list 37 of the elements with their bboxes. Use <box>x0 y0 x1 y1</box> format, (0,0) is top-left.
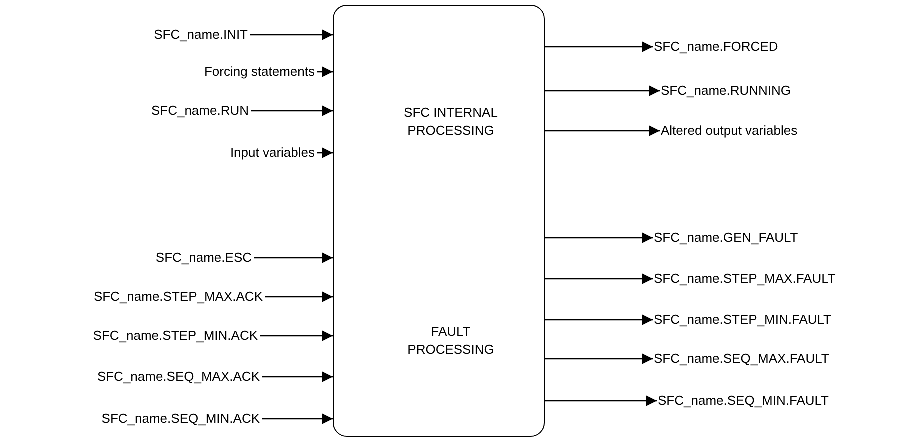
arrow <box>262 372 333 382</box>
output-signal-label: SFC_name.GEN_FAULT <box>654 230 798 246</box>
input-signal-label: SFC_name.STEP_MIN.ACK <box>93 328 258 344</box>
arrow <box>545 232 653 244</box>
arrow <box>317 148 333 158</box>
arrow <box>545 314 653 326</box>
arrow <box>317 66 333 78</box>
arrow <box>545 126 660 136</box>
input-signal-label: Input variables <box>230 145 315 161</box>
output-signal-label: Altered output variables <box>661 123 798 139</box>
process-box <box>333 5 545 437</box>
output-signal-label: SFC_name.STEP_MAX.FAULT <box>654 271 836 287</box>
arrow <box>251 106 333 116</box>
arrow <box>545 396 657 406</box>
arrow <box>260 330 333 342</box>
output-signal-label: SFC_name.RUNNING <box>661 83 792 99</box>
input-signal-label: SFC_name.STEP_MAX.ACK <box>94 289 263 305</box>
arrow <box>265 292 333 302</box>
box-title: FAULT PROCESSING <box>406 323 496 359</box>
arrow <box>545 86 660 96</box>
arrow <box>262 414 333 424</box>
input-signal-label: SFC_name.ESC <box>156 250 252 266</box>
input-signal-label: SFC_name.SEQ_MAX.ACK <box>97 369 260 385</box>
arrow <box>545 354 653 364</box>
output-signal-label: SFC_name.SEQ_MAX.FAULT <box>654 351 830 367</box>
arrow <box>545 274 653 284</box>
output-signal-label: SFC_name.SEQ_MIN.FAULT <box>658 393 829 409</box>
output-signal-label: SFC_name.STEP_MIN.FAULT <box>654 312 832 328</box>
arrow <box>254 252 333 264</box>
input-signal-label: SFC_name.INIT <box>154 27 248 43</box>
input-signal-label: SFC_name.RUN <box>151 103 249 119</box>
arrow <box>250 30 333 40</box>
output-signal-label: SFC_name.FORCED <box>654 39 778 55</box>
arrow <box>545 42 653 52</box>
input-signal-label: SFC_name.SEQ_MIN.ACK <box>102 411 260 427</box>
input-signal-label: Forcing statements <box>204 64 315 80</box>
box-title: SFC INTERNAL PROCESSING <box>403 104 499 140</box>
